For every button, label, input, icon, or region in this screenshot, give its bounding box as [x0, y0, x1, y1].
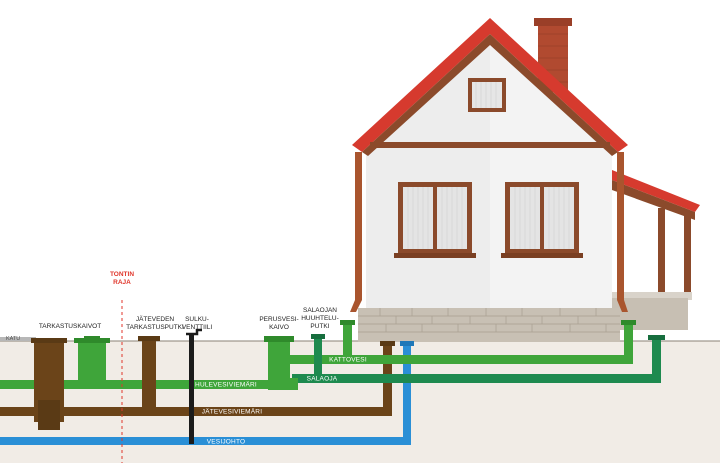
wastewater-inspection-pipe — [142, 340, 156, 416]
foundation-stones — [358, 308, 620, 333]
porch-roof — [612, 170, 700, 212]
inspection-well-sewer-cap — [31, 338, 67, 343]
drain-flush-label-3: PUTKI — [310, 323, 329, 330]
wastewater-pipe-label-1: JÄTEVEDEN — [136, 315, 175, 323]
water-pipe — [0, 437, 411, 445]
porch-post — [658, 208, 665, 298]
drainage-pipe — [292, 374, 661, 383]
sewer-pipe — [0, 407, 392, 416]
roofwater-riser-cap — [340, 320, 355, 325]
wastewater-pipe-label-2: TARKASTUSPUTKI — [126, 324, 184, 331]
chimney-cap — [534, 18, 572, 26]
wall-trim — [370, 142, 610, 148]
drain-flush-label-1: SALAOJAN — [303, 307, 337, 314]
roofwater-riser-right — [624, 322, 633, 364]
drainage-pipe-label: SALAOJA — [307, 376, 338, 383]
shutoff-valve-label-2: VENTTIILI — [182, 324, 213, 331]
shutoff-valve-rod — [189, 334, 194, 444]
drain-flush-cap — [311, 334, 325, 339]
shutoff-valve-handle — [186, 328, 202, 336]
plot-border-label-1: TONTIN — [110, 271, 134, 278]
window-sill — [394, 253, 476, 258]
window-blinds — [407, 187, 570, 249]
roofwater-pipe — [288, 355, 633, 364]
wastewater-inspection-cap — [138, 336, 160, 341]
window-sill — [501, 253, 583, 258]
porch-roof-fascia — [612, 180, 695, 220]
water-riser — [403, 343, 411, 445]
street-label: KATU — [6, 336, 20, 342]
drainage-riser-cap — [648, 335, 665, 340]
chimney-bricks — [538, 33, 568, 83]
foundation-well-label-1: PERUSVESI- — [259, 316, 298, 323]
house — [350, 18, 700, 342]
foundation-well-label-2: KAIVO — [269, 324, 289, 331]
stormwater-pipe-label: HULEVESIVIEMÄRI — [195, 381, 257, 389]
inspection-wells-label: TARKASTUSKAIVOT — [39, 323, 101, 330]
roofwater-riser-left — [343, 322, 352, 364]
roofwater-riser-cap — [621, 320, 636, 325]
attic-blinds — [475, 82, 497, 108]
drain-flush-pipe — [314, 338, 322, 378]
porch-post — [684, 216, 691, 298]
foundation-well-cap — [264, 336, 294, 342]
drainage-riser-right — [652, 338, 661, 383]
foundation-well — [268, 340, 290, 390]
inspection-well-storm-lid — [84, 336, 100, 340]
porch-floor — [612, 292, 692, 300]
street-surface — [0, 337, 36, 341]
shutoff-valve-label-1: SULKU- — [185, 316, 209, 323]
inspection-well-storm-cap — [74, 338, 110, 343]
sewer-pipe-label: JÄTEVESIVIEMÄRI — [202, 408, 262, 416]
foundation-well-outlet — [290, 378, 298, 390]
downpipe-left — [350, 152, 362, 312]
foundation — [358, 308, 620, 342]
downpipe-right — [617, 152, 628, 312]
plot-border-label-2: RAJA — [113, 279, 131, 286]
water-riser-cap — [400, 341, 414, 346]
inspection-well-storm — [78, 342, 106, 388]
water-pipe-label: VESIJOHTO — [207, 439, 246, 446]
roofwater-pipe-label: KATTOVESI — [329, 357, 367, 364]
sewer-riser-cap — [380, 341, 395, 346]
drain-flush-label-2: HUUHTELU- — [301, 315, 339, 322]
attic-window-glass — [472, 82, 502, 108]
inspection-well-sewer-base — [38, 400, 60, 430]
